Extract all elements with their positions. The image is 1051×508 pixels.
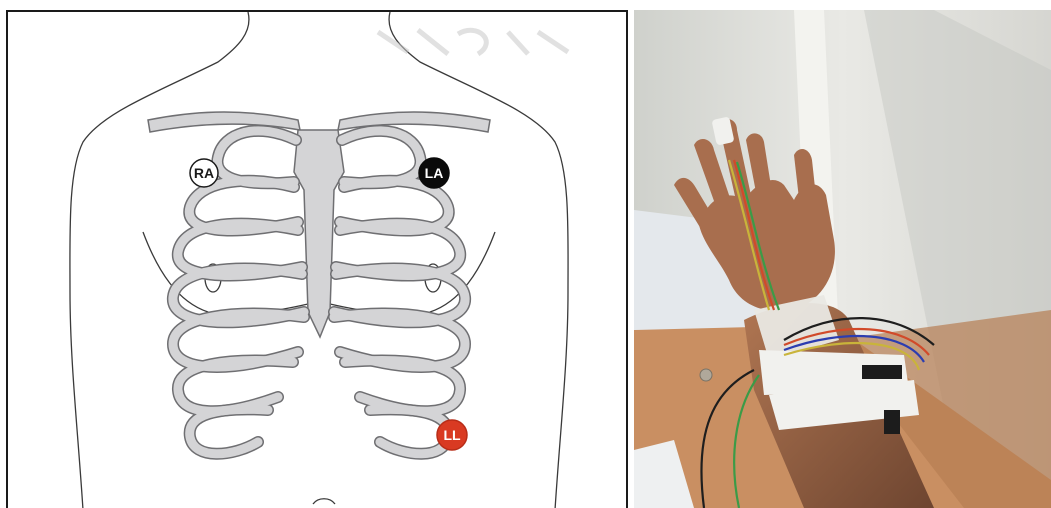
chest-diagram-panel: RA LA LL (6, 10, 628, 508)
la-label: LA (425, 165, 444, 181)
chest-illustration: RA LA LL (8, 12, 628, 508)
watermark (378, 30, 568, 54)
connector-2 (884, 410, 900, 434)
clavicles (148, 112, 490, 132)
electrode-ra: RA (190, 159, 218, 187)
ra-label: RA (194, 165, 214, 181)
arm-photo (634, 10, 1051, 508)
connector-1 (862, 365, 902, 379)
arm-photo-panel (634, 10, 1051, 508)
loose-electrode-icon (700, 369, 712, 381)
ll-label: LL (443, 427, 461, 443)
electrode-ll: LL (437, 420, 467, 450)
electrode-la: LA (419, 158, 449, 188)
